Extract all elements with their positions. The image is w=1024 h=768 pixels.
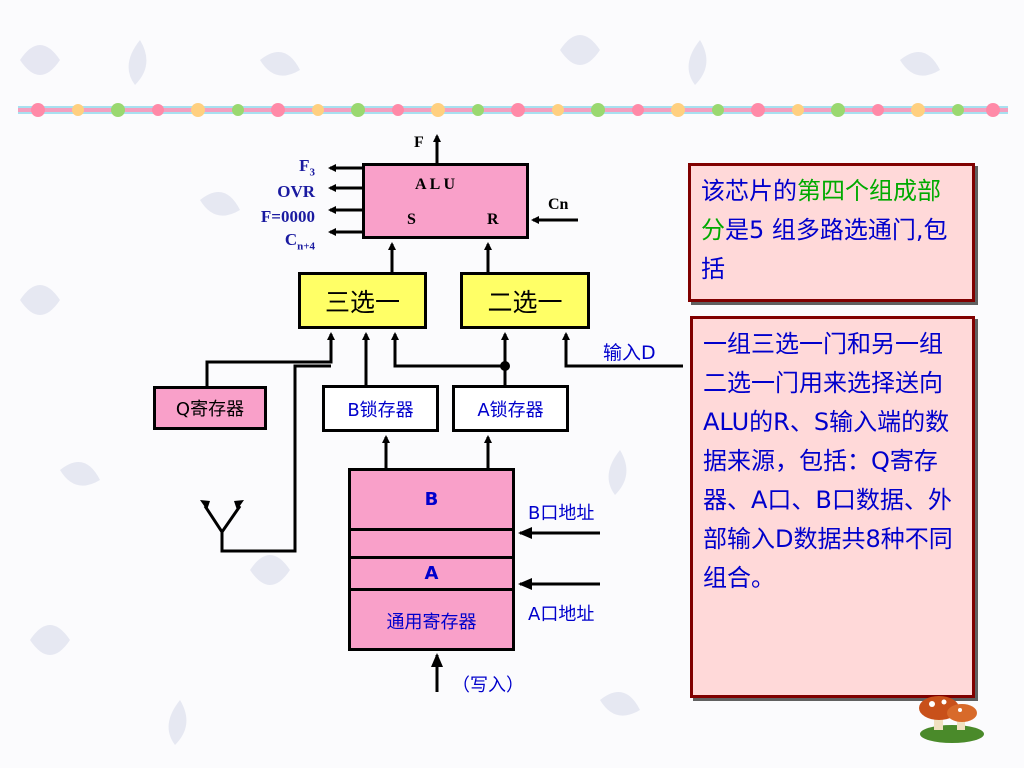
regfile-name: 通用寄存器 xyxy=(386,612,477,633)
flag-fzero: F=0000 xyxy=(260,207,315,226)
q-to-mux3 xyxy=(205,332,335,386)
mux-3to1: 三选一 xyxy=(298,272,427,329)
decorative-band xyxy=(18,103,1008,117)
note-box-1: 该芯片的第四个组成部分是5 组多路选通门,包括 xyxy=(688,163,975,302)
inputd-to-mux2 xyxy=(562,332,683,368)
flag-cn4: Cn+4 xyxy=(284,230,315,253)
regfile-row xyxy=(351,531,512,559)
alu-title: A L U xyxy=(415,176,456,193)
flag-f3: F3 xyxy=(299,156,315,179)
alu-block: A L U S R xyxy=(362,163,529,239)
regfile-b-port: B xyxy=(351,471,512,531)
y-fork xyxy=(203,505,242,535)
b-latch: B锁存器 xyxy=(322,385,439,432)
alatch-to-mux3 xyxy=(391,332,507,385)
b-addr-label: B口地址 xyxy=(528,503,595,524)
mushroom-icon xyxy=(919,696,984,743)
a-addr-label: A口地址 xyxy=(528,604,595,625)
note1-text-a: 该芯片的 xyxy=(701,177,797,205)
note1-text-b: 是5 组多路选通门,包括 xyxy=(701,216,948,283)
q-register: Q寄存器 xyxy=(153,386,267,430)
alu-r-port: R xyxy=(487,211,499,228)
regfile-a-port: A xyxy=(351,559,512,591)
note1-highlight: 第四个组成部分 xyxy=(701,177,941,244)
junction-dot xyxy=(500,361,510,371)
alu-output-label: F xyxy=(414,134,424,151)
y-feedback xyxy=(220,364,331,553)
write-label: （写入） xyxy=(452,675,524,696)
flag-ovr: OVR xyxy=(277,182,315,201)
mux-2to1: 二选一 xyxy=(460,272,590,329)
general-register-file: B A 通用寄存器 xyxy=(348,468,515,651)
note-box-2: 一组三选一门和另一组二选一门用来选择送向ALU的R、S输入端的数据来源，包括：Q… xyxy=(690,316,975,698)
input-d-label: 输入D xyxy=(603,342,656,364)
a-latch: A锁存器 xyxy=(452,385,569,432)
alu-s-port: S xyxy=(407,211,416,228)
cn-label: Cn xyxy=(548,196,569,213)
